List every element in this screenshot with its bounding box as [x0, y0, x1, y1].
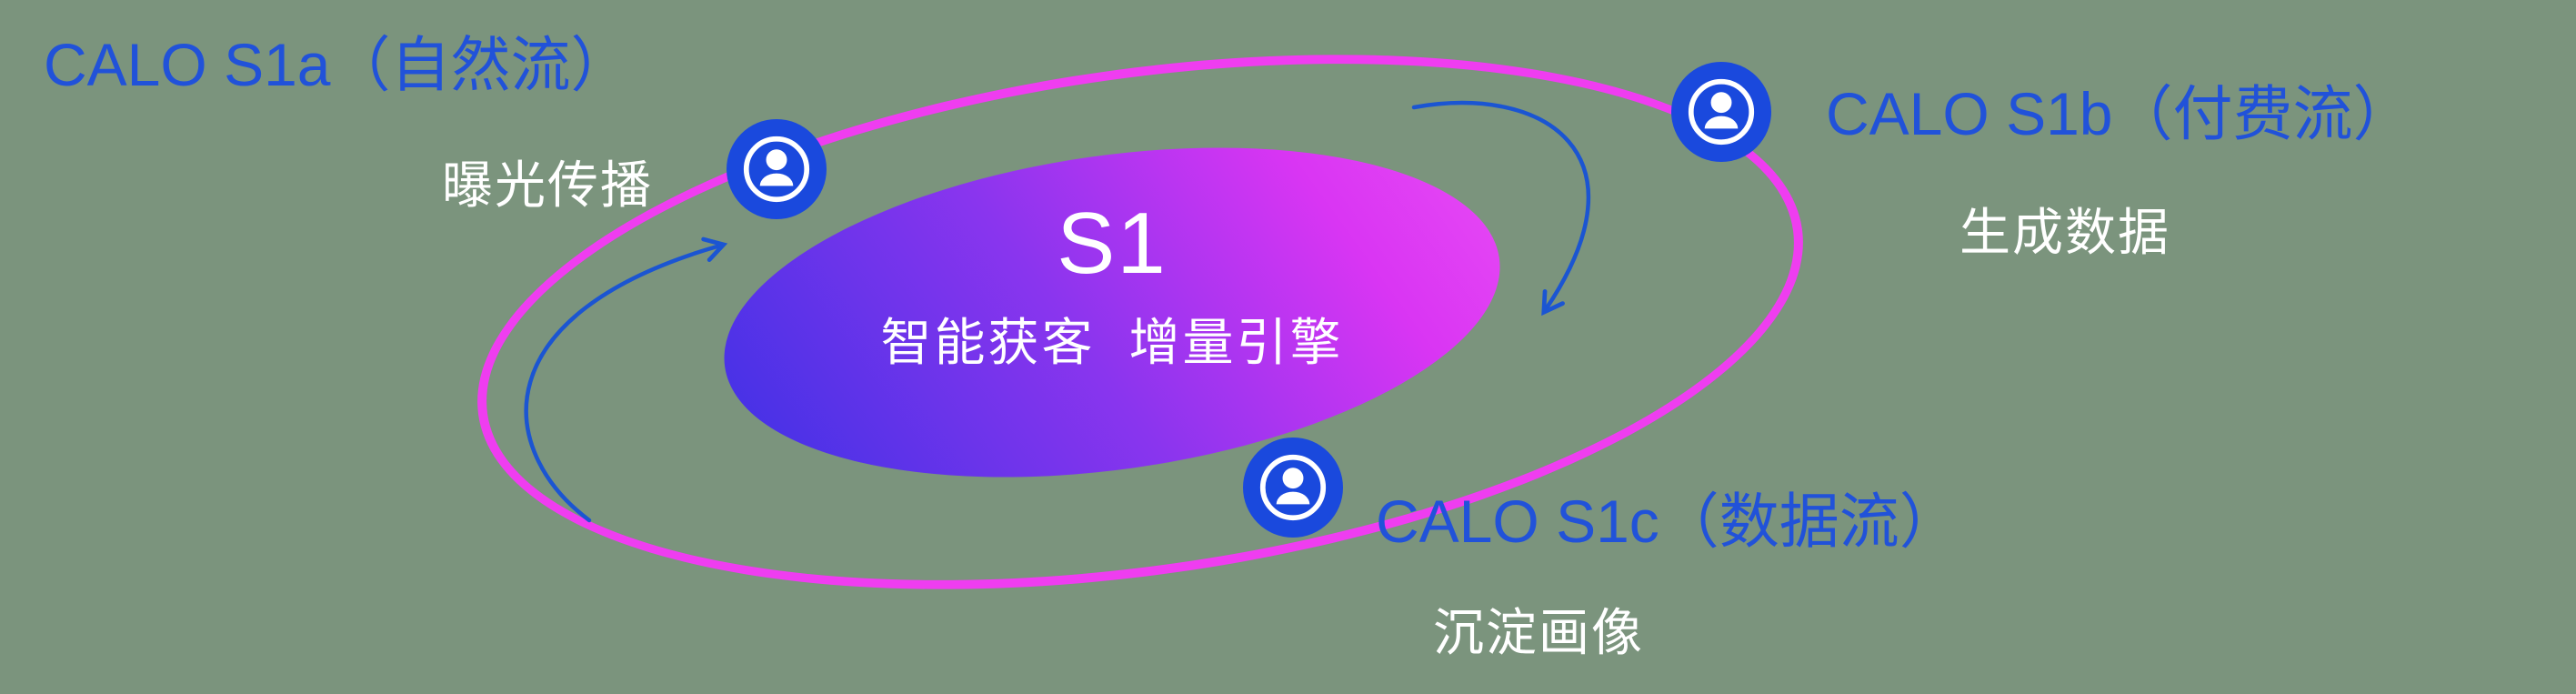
- label-s1b-subtitle: 生成数据: [1960, 204, 2170, 261]
- node-s1b: [1671, 62, 1771, 162]
- label-s1b-title: CALO S1b（付费流）: [1826, 80, 2413, 147]
- label-s1a-title: CALO S1a（自然流）: [44, 31, 631, 98]
- core-subtitle: 智能获客 增量引擎: [880, 314, 1344, 372]
- node-s1c: [1243, 438, 1343, 538]
- label-s1c-subtitle: 沉淀画像: [1433, 604, 1644, 661]
- user-icon: [1259, 454, 1327, 521]
- user-icon: [1688, 78, 1755, 146]
- user-icon: [743, 136, 810, 203]
- label-s1c-title: CALO S1c（数据流）: [1376, 488, 1960, 555]
- label-s1a-subtitle: 曝光传播: [442, 156, 653, 214]
- core-text-block: S1 智能获客 增量引擎: [721, 156, 1503, 469]
- core-title: S1: [1057, 194, 1168, 292]
- node-s1a: [727, 119, 827, 219]
